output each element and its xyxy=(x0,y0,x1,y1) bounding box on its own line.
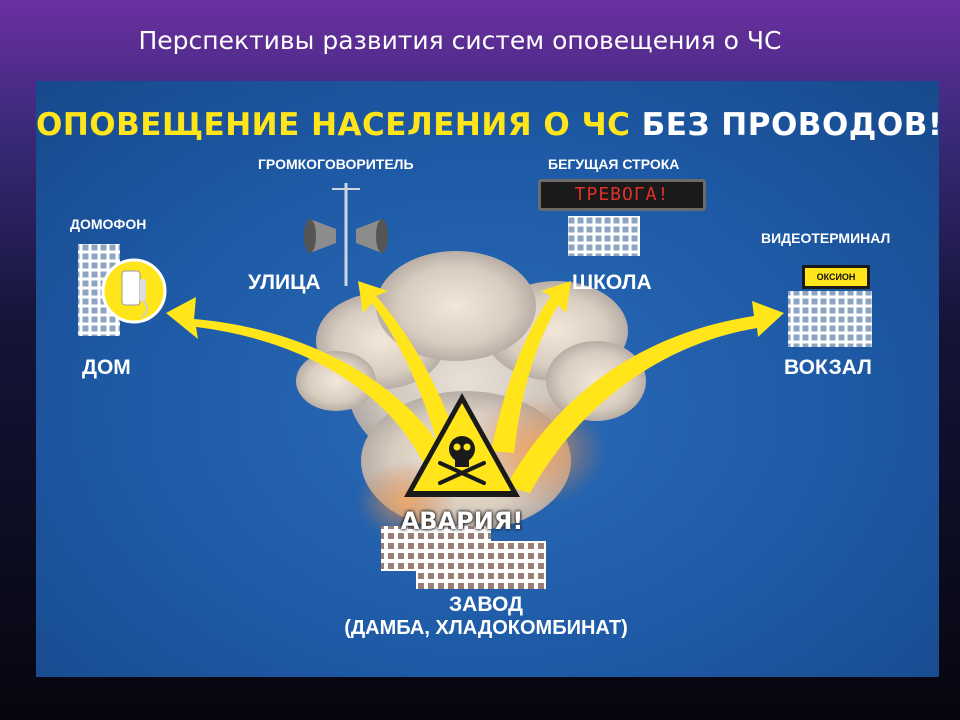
headline-part2: БЕЗ ПРОВОДОВ! xyxy=(641,107,943,143)
arrow-to-school xyxy=(491,281,571,453)
station-device-label: ВИДЕОТЕРМИНАЛ xyxy=(761,230,891,246)
street-device-label: ГРОМКОГОВОРИТЕЛЬ xyxy=(258,156,414,172)
video-terminal-screen: ОКСИОН xyxy=(802,265,870,289)
alarm-label: АВАРИЯ! xyxy=(400,507,524,535)
headline: ОПОВЕЩЕНИЕ НАСЕЛЕНИЯ О ЧС БЕЗ ПРОВОДОВ! xyxy=(36,107,942,143)
school-building-icon xyxy=(568,216,640,256)
home-place-label: ДОМ xyxy=(82,356,131,379)
school-device-label: БЕГУЩАЯ СТРОКА xyxy=(548,156,680,172)
factory-label-line2: (ДАМБА, ХЛАДОКОМБИНАТ) xyxy=(344,617,628,639)
factory-icon xyxy=(381,526,546,589)
factory-label: ЗАВОД (ДАМБА, ХЛАДОКОМБИНАТ) xyxy=(336,593,636,640)
school-place-label: ШКОЛА xyxy=(572,271,652,294)
home-device-label: ДОМОФОН xyxy=(70,216,147,232)
arrow-to-street xyxy=(358,281,466,476)
street-place-label: УЛИЦА xyxy=(248,271,321,294)
headline-part1: ОПОВЕЩЕНИЕ НАСЕЛЕНИЯ О ЧС xyxy=(36,107,631,143)
station-place-label: ВОКЗАЛ xyxy=(784,356,872,379)
diagram-panel: ОПОВЕЩЕНИЕ НАСЕЛЕНИЯ О ЧС БЕЗ ПРОВОДОВ! … xyxy=(36,81,942,677)
ticker-board-icon: ТРЕВОГА! xyxy=(538,179,706,211)
loudspeaker-icon xyxy=(304,183,388,286)
hazard-skull-icon xyxy=(404,393,520,497)
arrow-to-station xyxy=(506,301,784,493)
video-terminal-icon xyxy=(788,291,872,347)
factory-label-line1: ЗАВОД xyxy=(449,593,523,616)
slide-title: Перспективы развития систем оповещения о… xyxy=(138,26,782,55)
intercom-icon xyxy=(78,244,167,336)
diagram-graphics xyxy=(78,183,872,589)
